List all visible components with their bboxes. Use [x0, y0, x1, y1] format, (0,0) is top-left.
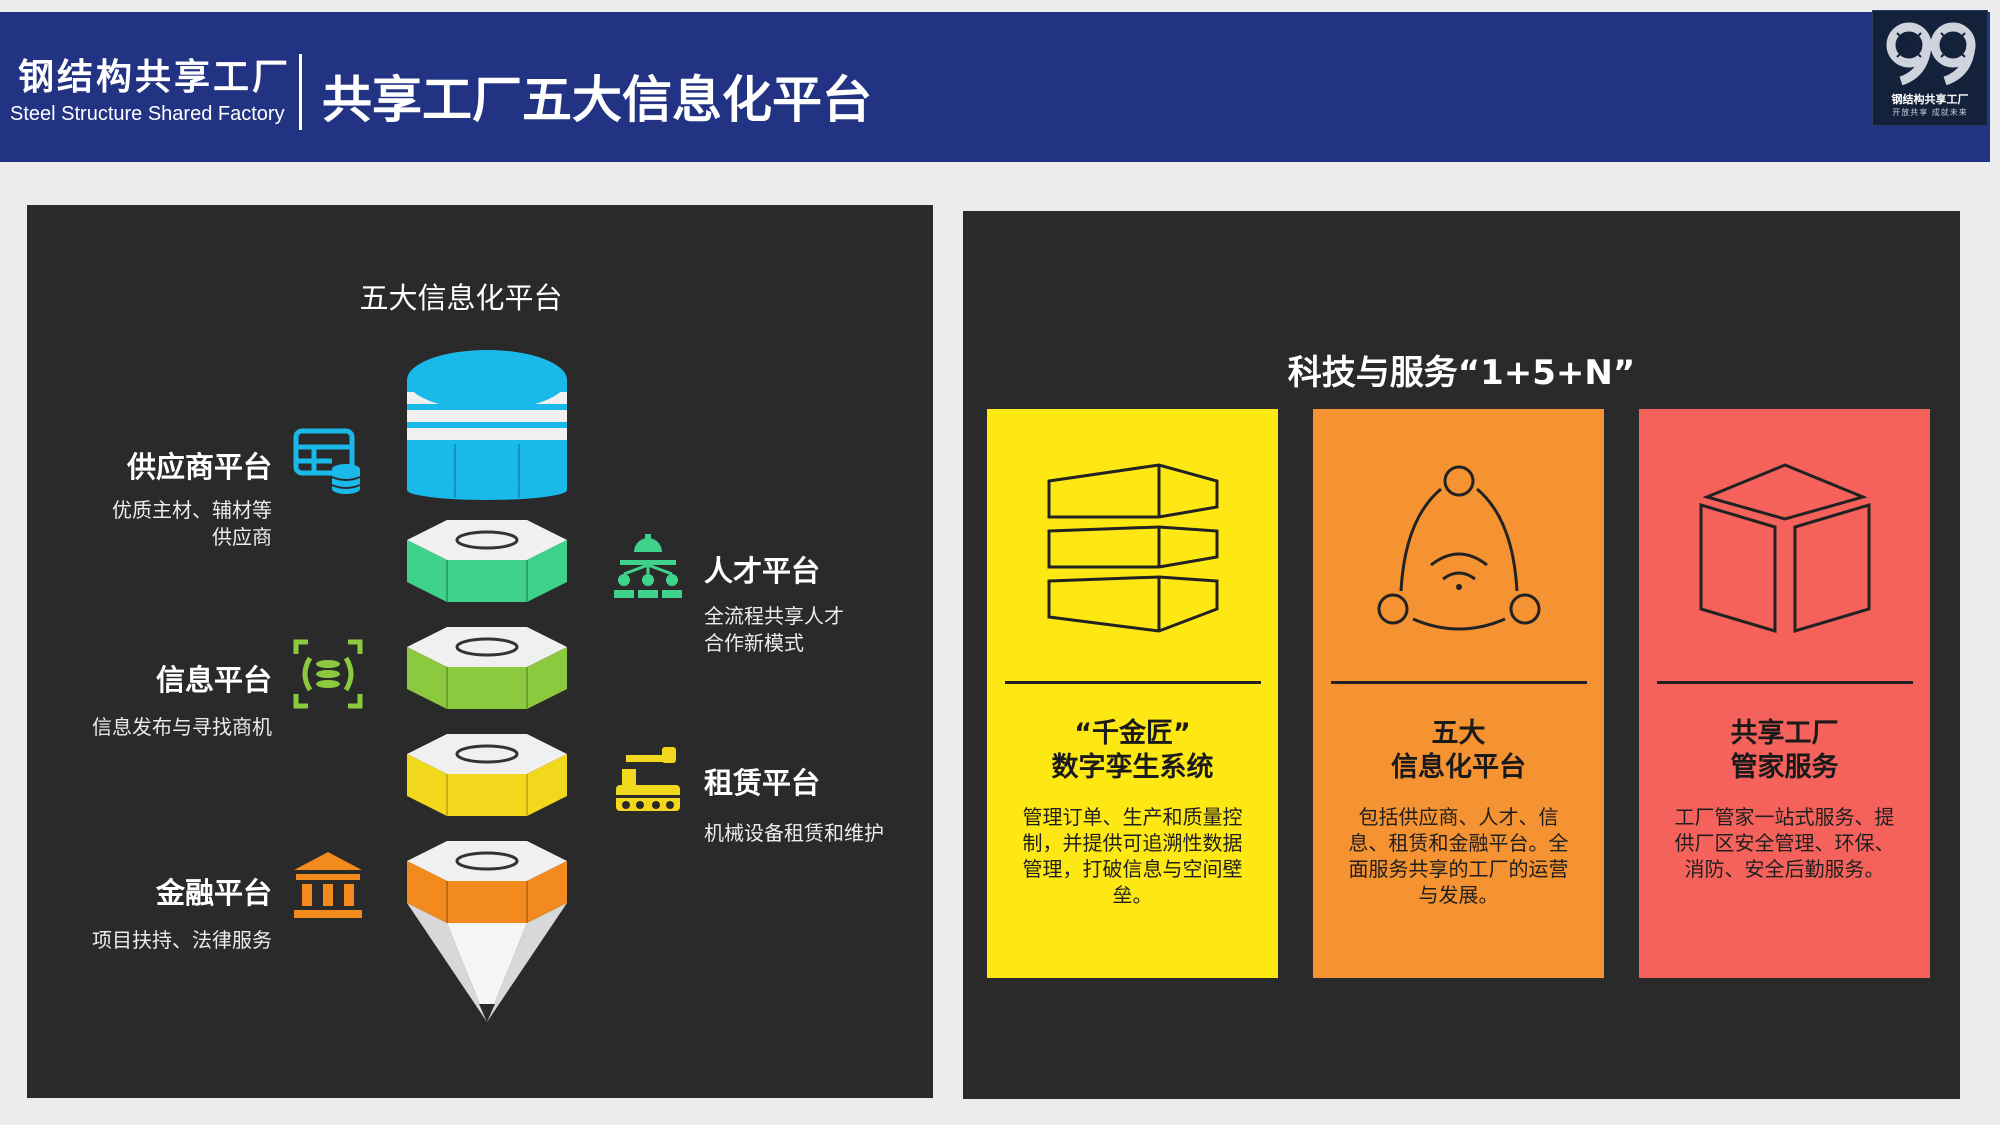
card-title-line-1: 共享工厂 — [1730, 718, 1839, 749]
supplier-platform-desc-2: 供应商 — [212, 525, 272, 549]
logo-text: 钢结构共享工厂 — [1891, 93, 1969, 106]
info-platform-desc: 信息发布与寻找商机 — [92, 715, 272, 739]
stack-layer-finance — [407, 841, 567, 923]
logo-slogan: 开放共享 成就未来 — [1892, 108, 1968, 117]
card-title-line-2: 信息化平台 — [1391, 752, 1526, 783]
talent-network-icon — [614, 534, 682, 598]
logo-99-icon — [1886, 22, 1976, 86]
bank-icon — [294, 852, 362, 918]
stack-layer-rental — [407, 734, 567, 816]
card-description: 管理订单、生产和质量控制，并提供可追溯性数据管理，打破信息与空间壁垒。 — [1022, 805, 1243, 907]
header-bar — [0, 12, 1990, 162]
card-title-line-1: “千金匠” — [1074, 718, 1191, 749]
stack-layer-info — [407, 627, 567, 709]
talent-platform-desc-2: 合作新模式 — [704, 631, 804, 655]
card-title: 五大 信息化平台 — [1313, 717, 1604, 785]
rental-platform-desc: 机械设备租赁和维护 — [704, 821, 884, 845]
finance-platform-title: 金融平台 — [155, 876, 272, 910]
robot-arm-icon — [616, 747, 680, 811]
tech-service-title: 科技与服务“1+5+N” — [1287, 353, 1636, 393]
platform-stack-illustration — [407, 350, 567, 1022]
cube-icon — [1699, 463, 1871, 634]
talent-platform-title: 人才平台 — [704, 554, 821, 588]
info-platform-title: 信息平台 — [155, 663, 272, 697]
card-description: 工厂管家一站式服务、提供厂区安全管理、环保、消防、安全后勤服务。 — [1674, 805, 1895, 881]
supplier-platform-title: 供应商平台 — [126, 450, 272, 484]
brand-name-en: Steel Structure Shared Factory — [10, 103, 285, 125]
card-butler-service: 共享工厂 管家服务 工厂管家一站式服务、提供厂区安全管理、环保、消防、安全后勤服… — [1639, 409, 1930, 978]
info-scan-icon — [293, 639, 363, 709]
header-divider — [299, 54, 302, 130]
brand-name-cn: 钢结构共享工厂 — [18, 57, 292, 98]
card-five-platforms: 五大 信息化平台 包括供应商、人才、信息、租赁和金融平台。全面服务共享的工厂的运… — [1313, 409, 1604, 978]
card-title-line-1: 五大 — [1431, 718, 1486, 749]
card-title: 共享工厂 管家服务 — [1639, 717, 1930, 785]
card-divider — [1657, 681, 1913, 684]
supplier-database-icon — [293, 428, 361, 494]
card-title-line-2: 管家服务 — [1730, 752, 1839, 783]
card-description: 包括供应商、人才、信息、租赁和金融平台。全面服务共享的工厂的运营与发展。 — [1348, 805, 1569, 907]
finance-platform-desc: 项目扶持、法律服务 — [92, 928, 272, 952]
talent-platform-desc-1: 全流程共享人才 — [704, 604, 844, 628]
card-title: “千金匠” 数字孪生系统 — [987, 717, 1278, 785]
card-divider — [1331, 681, 1587, 684]
stacked-layers-icon — [1047, 463, 1219, 633]
stack-pencil-tip — [407, 903, 567, 1022]
company-logo: 钢结构共享工厂 开放共享 成就未来 — [1872, 10, 1988, 126]
stack-layer-talent — [407, 520, 567, 602]
five-platforms-title: 五大信息化平台 — [359, 281, 563, 315]
card-title-line-2: 数字孪生系统 — [1051, 752, 1214, 783]
card-divider — [1005, 681, 1261, 684]
stack-layer-supplier — [407, 350, 567, 500]
network-hub-icon — [1377, 465, 1541, 631]
card-digital-twin: “千金匠” 数字孪生系统 管理订单、生产和质量控制，并提供可追溯性数据管理，打破… — [987, 409, 1278, 978]
rental-platform-title: 租赁平台 — [704, 766, 821, 800]
supplier-platform-desc-1: 优质主材、辅材等 — [112, 498, 272, 522]
page-title: 共享工厂五大信息化平台 — [322, 71, 872, 129]
